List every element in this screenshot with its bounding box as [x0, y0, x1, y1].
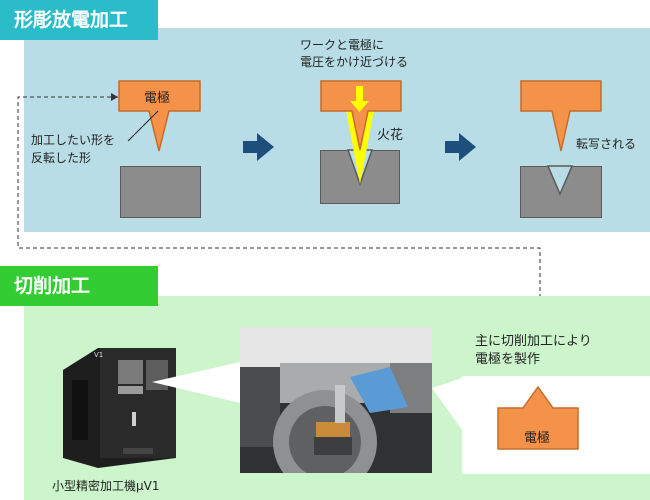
- spark-label: 火花: [377, 128, 404, 143]
- stage1-electrode: [118, 80, 201, 152]
- stage3-electrode: [520, 80, 602, 152]
- cutting-note-2: 電極を製作: [475, 352, 541, 367]
- stage1-workpiece: [120, 166, 201, 218]
- machine-image: V1: [58, 340, 188, 472]
- cutting-note-1: 主に切削加工により: [475, 334, 592, 349]
- inverted-shape-label-2: 反転した形: [31, 151, 92, 165]
- down-arrow-icon: [350, 86, 369, 112]
- stage3-notch: [546, 165, 574, 196]
- machine-badge: V1: [94, 351, 104, 359]
- stage1-electrode-label: 電極: [144, 91, 171, 106]
- cutting-electrode-label: 電極: [524, 431, 551, 446]
- inverted-shape-label-1: 加工したい形を: [31, 133, 116, 147]
- machining-photo: [240, 327, 432, 473]
- stage2-electrode: [320, 80, 402, 151]
- process-arrow-2: [445, 133, 476, 161]
- process-arrow-1: [243, 133, 274, 161]
- stage2-callout-2: 電圧をかけ近づける: [300, 55, 409, 69]
- transferred-label: 転写される: [576, 137, 637, 151]
- cutting-title: 切削加工: [0, 266, 158, 306]
- cutting-electrode: [497, 385, 579, 450]
- edm-title: 形彫放電加工: [0, 0, 158, 40]
- callout-pointer: [127, 110, 159, 142]
- stage2-callout-1: ワークと電極に: [300, 38, 385, 52]
- machine-caption: 小型精密加工機μV1: [52, 479, 160, 493]
